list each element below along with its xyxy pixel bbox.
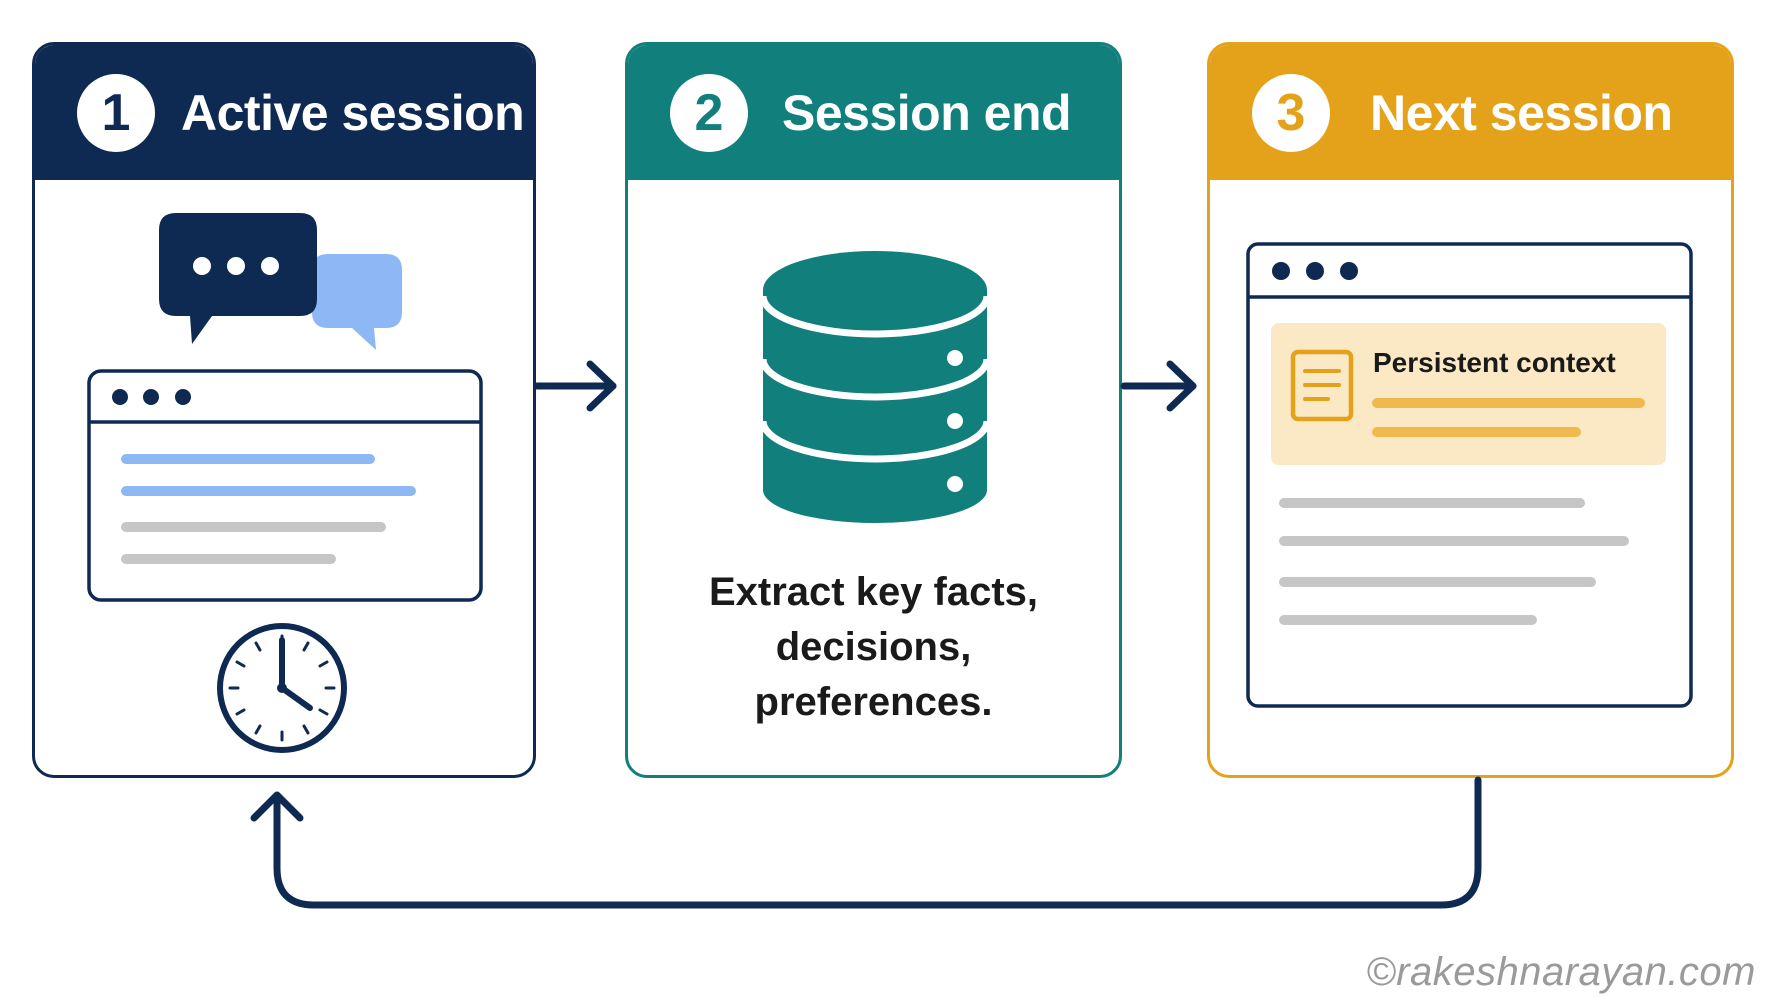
- step-header: 2 Session end: [628, 45, 1119, 180]
- extract-line: preferences.: [754, 680, 993, 724]
- extract-description: Extract key facts, decisions, preference…: [628, 565, 1119, 730]
- persistent-context-label: Persistent context: [1373, 347, 1616, 378]
- arrow-right-icon: [1120, 360, 1197, 412]
- credit-text: ©rakeshnarayan.com: [1366, 950, 1756, 994]
- chat-bubbles-icon: [159, 213, 402, 350]
- step-number: 1: [77, 73, 155, 152]
- loop-arrow-icon: [250, 776, 1482, 909]
- database-icon: [759, 251, 991, 523]
- extract-line: decisions,: [775, 625, 972, 669]
- browser-window-icon: [87, 369, 483, 602]
- step-number: 3: [1252, 73, 1330, 152]
- browser-window-icon: [1246, 242, 1693, 708]
- step-header: 1 Active session: [35, 45, 533, 180]
- step-title: Session end: [782, 84, 1072, 141]
- arrow-right-icon: [533, 360, 617, 412]
- extract-line: Extract key facts,: [708, 570, 1039, 614]
- step-header: 3 Next session: [1210, 45, 1731, 180]
- step-panel-session-end: 2 Session end Extract key facts, decisio…: [625, 42, 1122, 778]
- document-icon: [1290, 349, 1354, 422]
- step-title: Next session: [1370, 84, 1673, 141]
- clock-icon: [217, 623, 347, 753]
- step-title: Active session: [181, 84, 525, 141]
- step-number: 2: [670, 73, 748, 152]
